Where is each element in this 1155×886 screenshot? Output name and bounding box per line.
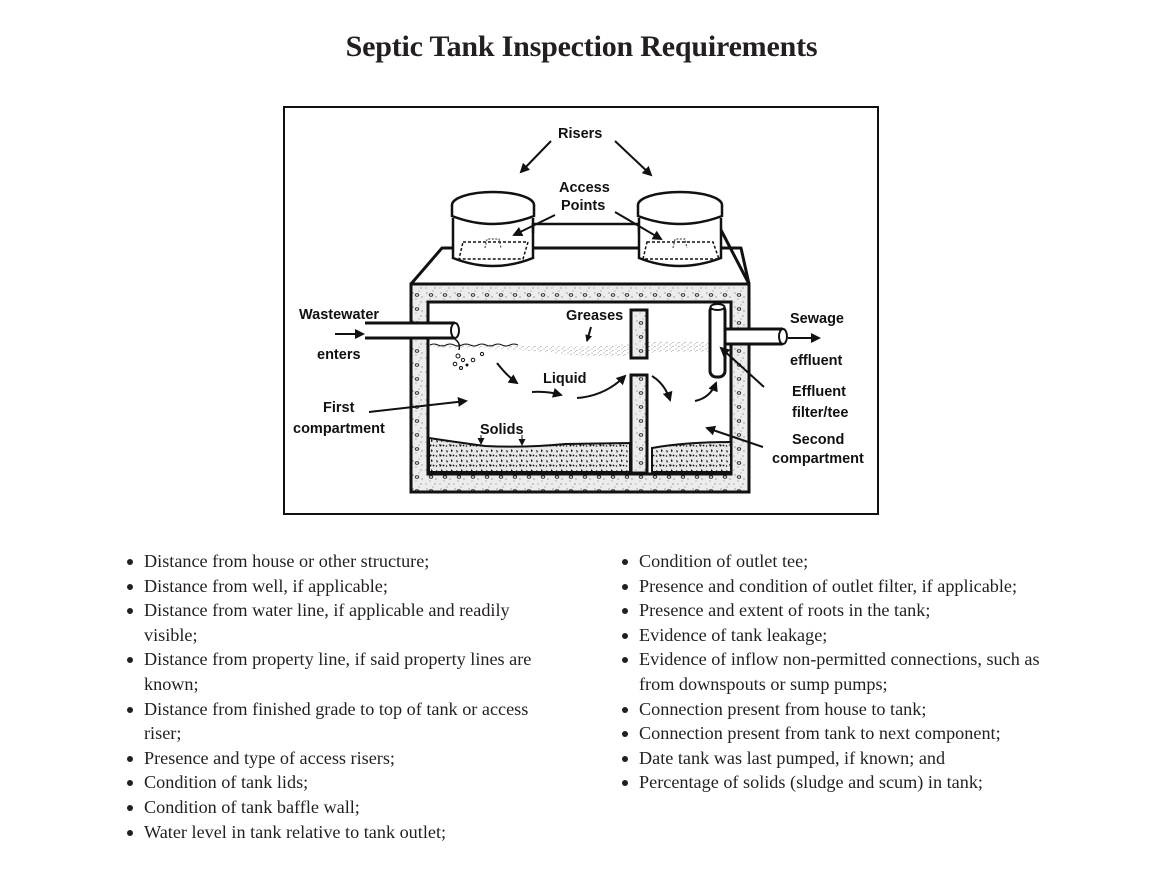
list-item: Distance from house or other structure; (124, 549, 564, 574)
bullet-icon (127, 780, 133, 787)
list-item: Connection present from house to tank; (619, 697, 1059, 722)
bullet-icon (127, 583, 133, 590)
list-item: Evidence of tank leakage; (619, 623, 1059, 648)
label-first-compartment: compartment (293, 421, 385, 437)
bullet-icon (622, 706, 628, 713)
bullet-icon (127, 829, 133, 836)
bullet-icon (622, 608, 628, 615)
label-solids: Solids (480, 422, 524, 438)
label-effluent: effluent (790, 353, 843, 369)
list-item: Presence and type of access risers; (124, 746, 564, 771)
bullet-icon (622, 731, 628, 738)
bullet-icon (622, 632, 628, 639)
list-item: Presence and condition of outlet filter,… (619, 574, 1059, 599)
label-arrows (335, 140, 821, 448)
bullet-icon (127, 755, 133, 762)
list-item: Condition of tank baffle wall; (124, 795, 564, 820)
bullet-icon (622, 657, 628, 664)
list-item: Water level in tank relative to tank out… (124, 820, 564, 845)
list-item: Date tank was last pumped, if known; and (619, 746, 1059, 771)
requirements-list-left: Distance from house or other structure; … (124, 549, 564, 844)
page-title: Septic Tank Inspection Requirements (345, 30, 818, 63)
solids-layer (428, 435, 732, 473)
outlet-tee (708, 303, 788, 379)
bullet-icon (127, 559, 133, 565)
requirements-list-right: Condition of outlet tee; Presence and co… (619, 549, 1059, 795)
list-item: Distance from property line, if said pro… (124, 647, 564, 696)
list-item: Condition of tank lids; (124, 770, 564, 795)
label-effluent-filter-1: Effluent (792, 384, 846, 400)
label-risers: Risers (558, 126, 602, 142)
label-first: First (323, 400, 355, 416)
diagram-svg: Risers Access Points Wastewater enters G… (293, 126, 864, 494)
label-access-points-1: Access (559, 180, 610, 196)
bullet-icon (127, 804, 133, 811)
label-wastewater: Wastewater (299, 307, 379, 323)
left-riser (450, 190, 536, 268)
septic-tank-diagram: Risers Access Points Wastewater enters G… (283, 106, 879, 515)
label-greases: Greases (566, 308, 623, 324)
label-access-points-2: Points (561, 198, 605, 214)
label-enters: enters (317, 347, 361, 363)
label-second: Second (792, 432, 844, 448)
bullet-icon (127, 706, 133, 713)
label-liquid: Liquid (543, 371, 587, 387)
label-second-compartment: compartment (772, 451, 864, 467)
list-item: Distance from finished grade to top of t… (124, 697, 564, 746)
bullet-icon (622, 755, 628, 762)
bullet-icon (127, 608, 133, 615)
inlet-pipe (365, 321, 485, 370)
flow-arrows (496, 362, 718, 402)
list-item: Distance from water line, if applicable … (124, 598, 564, 647)
label-effluent-filter-2: filter/tee (792, 405, 848, 421)
list-item: Condition of outlet tee; (619, 549, 1059, 574)
list-item: Percentage of solids (sludge and scum) i… (619, 770, 1059, 795)
right-riser (636, 190, 724, 268)
bullet-icon (622, 583, 628, 590)
list-item: Presence and extent of roots in the tank… (619, 598, 1059, 623)
list-item: Connection present from tank to next com… (619, 721, 1059, 746)
baffle-wall (629, 308, 649, 475)
bullet-icon (127, 657, 133, 664)
list-item: Distance from well, if applicable; (124, 574, 564, 599)
riser-connector (531, 222, 641, 233)
bullet-icon (622, 559, 628, 565)
list-item: Evidence of inflow non-permitted connect… (619, 647, 1059, 696)
bullet-icon (622, 780, 628, 787)
label-sewage: Sewage (790, 311, 844, 327)
